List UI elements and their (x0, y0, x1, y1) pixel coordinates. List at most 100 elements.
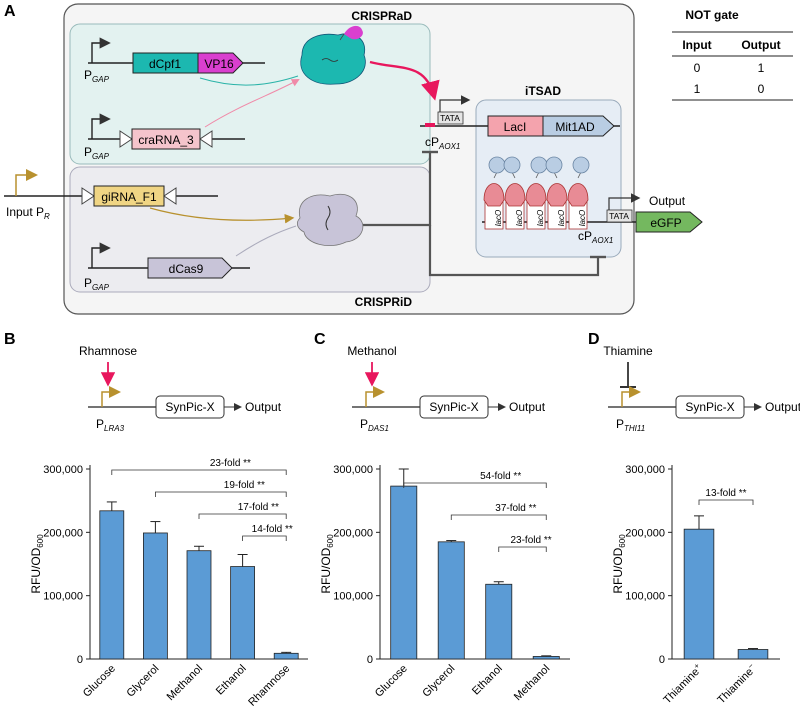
fold-change-label: 19-fold ** (224, 480, 265, 491)
fold-change-label: 37-fold ** (495, 503, 536, 514)
gene-dcpf1-label: dCpf1 (149, 57, 181, 71)
x-tick-label: Glucose (373, 663, 410, 700)
gene-mit1ad-label: Mit1AD (555, 120, 595, 134)
y-tick-label: 300,000 (625, 464, 665, 476)
x-tick-label-main: Ethanol (214, 663, 249, 698)
input-promoter-arrow (15, 169, 38, 196)
panel-b-letter: B (4, 331, 16, 348)
not-gate-cell: 0 (694, 61, 701, 75)
panel-d-letter: D (588, 331, 600, 348)
promoter-label: PTHI11 (616, 417, 645, 433)
vp16-linker (339, 33, 345, 41)
gene-giRNA-label: giRNA_F1 (101, 190, 157, 204)
x-tick-label-main: Thiamine (715, 666, 755, 706)
caox1-label-2: cPAOX1 (578, 229, 613, 245)
gene-dcas9 (147, 257, 233, 279)
repeat-left-giRNA (81, 187, 95, 205)
bar (485, 583, 513, 660)
assembly-arrow-pink (204, 79, 300, 128)
mit1ad-domain-icon (488, 156, 506, 174)
mit1ad-domain-icon (503, 156, 521, 174)
y-tick-label: 100,000 (625, 591, 665, 603)
y-tick-label: 300,000 (333, 464, 373, 476)
assembly-arrow-grey (235, 225, 297, 257)
fold-change-label: 14-fold ** (252, 524, 293, 535)
x-tick-label: Thiamine+ (660, 661, 705, 706)
x-tick-label-main: Glucose (373, 663, 410, 700)
promoter-arrow-dcpf1 (91, 37, 111, 63)
tata-box-2 (606, 209, 633, 223)
fold-change-label: 23-fold ** (210, 458, 251, 469)
laco-label: lacO (515, 210, 524, 226)
grna-in-complex-icon (325, 205, 331, 231)
promoter-label-main: P (616, 417, 624, 431)
x-tick-label: Rhamnose (246, 663, 292, 709)
x-tick-label-main: Glucose (81, 663, 118, 700)
bar (143, 532, 168, 660)
fold-change-label: 17-fold ** (238, 502, 279, 513)
not-gate-header-output: Output (741, 38, 780, 52)
x-tick-label-sup: − (746, 661, 756, 671)
y-axis-label-sub: 600 (326, 534, 335, 548)
dcas9-complex-icon (296, 193, 364, 246)
synpic-label: SynPic-X (685, 400, 734, 414)
inducer-label: Methanol (347, 344, 396, 358)
gene-vp16 (197, 52, 244, 74)
promoter-arrow-craRNA (91, 113, 111, 139)
output-label: Output (245, 400, 282, 414)
laci-repressor-icon (525, 183, 547, 207)
y-tick-label: 200,000 (43, 527, 83, 539)
activation-arrow (369, 60, 440, 101)
x-tick-label: Ethanol (214, 663, 249, 698)
x-tick-label: Glucose (81, 663, 118, 700)
fold-change-label: 54-fold ** (480, 471, 521, 482)
panel-c-letter: C (314, 331, 326, 348)
mit1ad-domain-icon (545, 156, 563, 174)
gene-mit1ad (542, 115, 615, 137)
gene-laci-label: LacI (504, 120, 527, 134)
x-tick-label: Thiamine− (714, 661, 759, 706)
promoter-gap-2: PGAP (84, 145, 110, 161)
promoter-label: PLRA3 (96, 417, 125, 433)
y-tick-label: 0 (77, 654, 83, 666)
gene-egfp-label: eGFP (650, 216, 681, 230)
significance-bracket (198, 513, 287, 519)
significance-bracket (698, 499, 754, 505)
chart-d: 0 100,000 200,000 300,000RFU/OD600Thiamine+… (611, 464, 780, 706)
promoter-gap-1: PGAP (84, 68, 110, 84)
y-axis-label-sub: 600 (618, 534, 627, 548)
x-tick-label: Glycerol (420, 663, 457, 700)
promoter-label: PDAS1 (360, 417, 389, 433)
promoter-arrow-dcas9 (91, 242, 111, 268)
crrna-in-complex-icon (321, 58, 339, 62)
not-gate-cell: 1 (694, 82, 701, 96)
x-tick-label: Methanol (165, 663, 205, 703)
y-tick-label: 300,000 (43, 464, 83, 476)
promoter-label-main: P (96, 417, 104, 431)
x-tick-label-main: Glycerol (420, 663, 457, 700)
y-axis-label: RFU/OD600 (29, 534, 45, 594)
vp16-domain-icon (344, 25, 363, 40)
significance-bracket (155, 491, 287, 497)
promoter-label-sub: THI11 (624, 424, 645, 433)
laci-repressor-icon (504, 183, 526, 207)
y-axis-label-main: RFU/OD (611, 547, 625, 593)
significance-bracket (498, 546, 547, 552)
fold-change-label: 23-fold ** (510, 535, 551, 546)
x-tick-label-main: Ethanol (470, 663, 505, 698)
y-tick-label: 200,000 (625, 527, 665, 539)
y-tick-label: 0 (659, 654, 665, 666)
promoter-arrow (101, 386, 121, 407)
x-tick-label-main: Thiamine (661, 666, 701, 706)
gene-craRNA-label: craRNA_3 (138, 133, 194, 147)
y-axis-label-main: RFU/OD (29, 547, 43, 593)
gene-vp16-label: VP16 (204, 57, 234, 71)
laci-repressor-icon (567, 183, 589, 207)
inducer-label: Thiamine (603, 344, 653, 358)
not-gate-cell: 1 (758, 61, 765, 75)
bar (99, 510, 125, 660)
